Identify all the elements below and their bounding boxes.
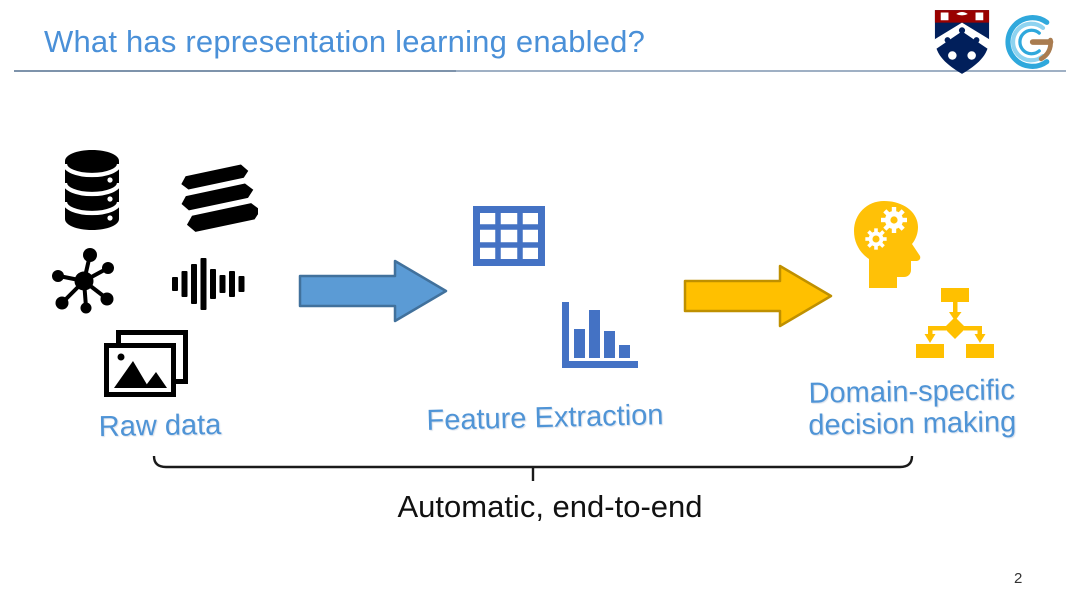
table-icon — [473, 206, 545, 266]
stage-label-decision-making: Domain-specific decision making — [808, 374, 1017, 443]
penn-shield-logo — [933, 8, 991, 76]
database-icon — [63, 148, 121, 232]
grasp-lab-logo — [998, 12, 1058, 72]
flowchart-icon — [916, 288, 994, 366]
audio-waveform-icon — [172, 258, 250, 310]
horizontal-brace — [152, 454, 914, 484]
title-divider-line — [14, 70, 1066, 72]
books-icon — [180, 160, 258, 244]
stage-label-feature-extraction: Feature Extraction — [426, 399, 664, 437]
photos-icon — [102, 330, 190, 400]
bar-chart-icon — [562, 302, 642, 368]
stage-label-raw-data: Raw data — [98, 408, 222, 444]
network-graph-icon — [50, 246, 118, 314]
slide-title: What has representation learning enabled… — [44, 24, 646, 59]
right-arrow-yellow — [683, 264, 833, 328]
annotation-automatic-end-to-end: Automatic, end-to-end — [397, 489, 703, 524]
page-number: 2 — [1014, 570, 1023, 587]
head-with-gears-icon — [850, 198, 930, 290]
right-arrow-blue — [298, 259, 448, 323]
